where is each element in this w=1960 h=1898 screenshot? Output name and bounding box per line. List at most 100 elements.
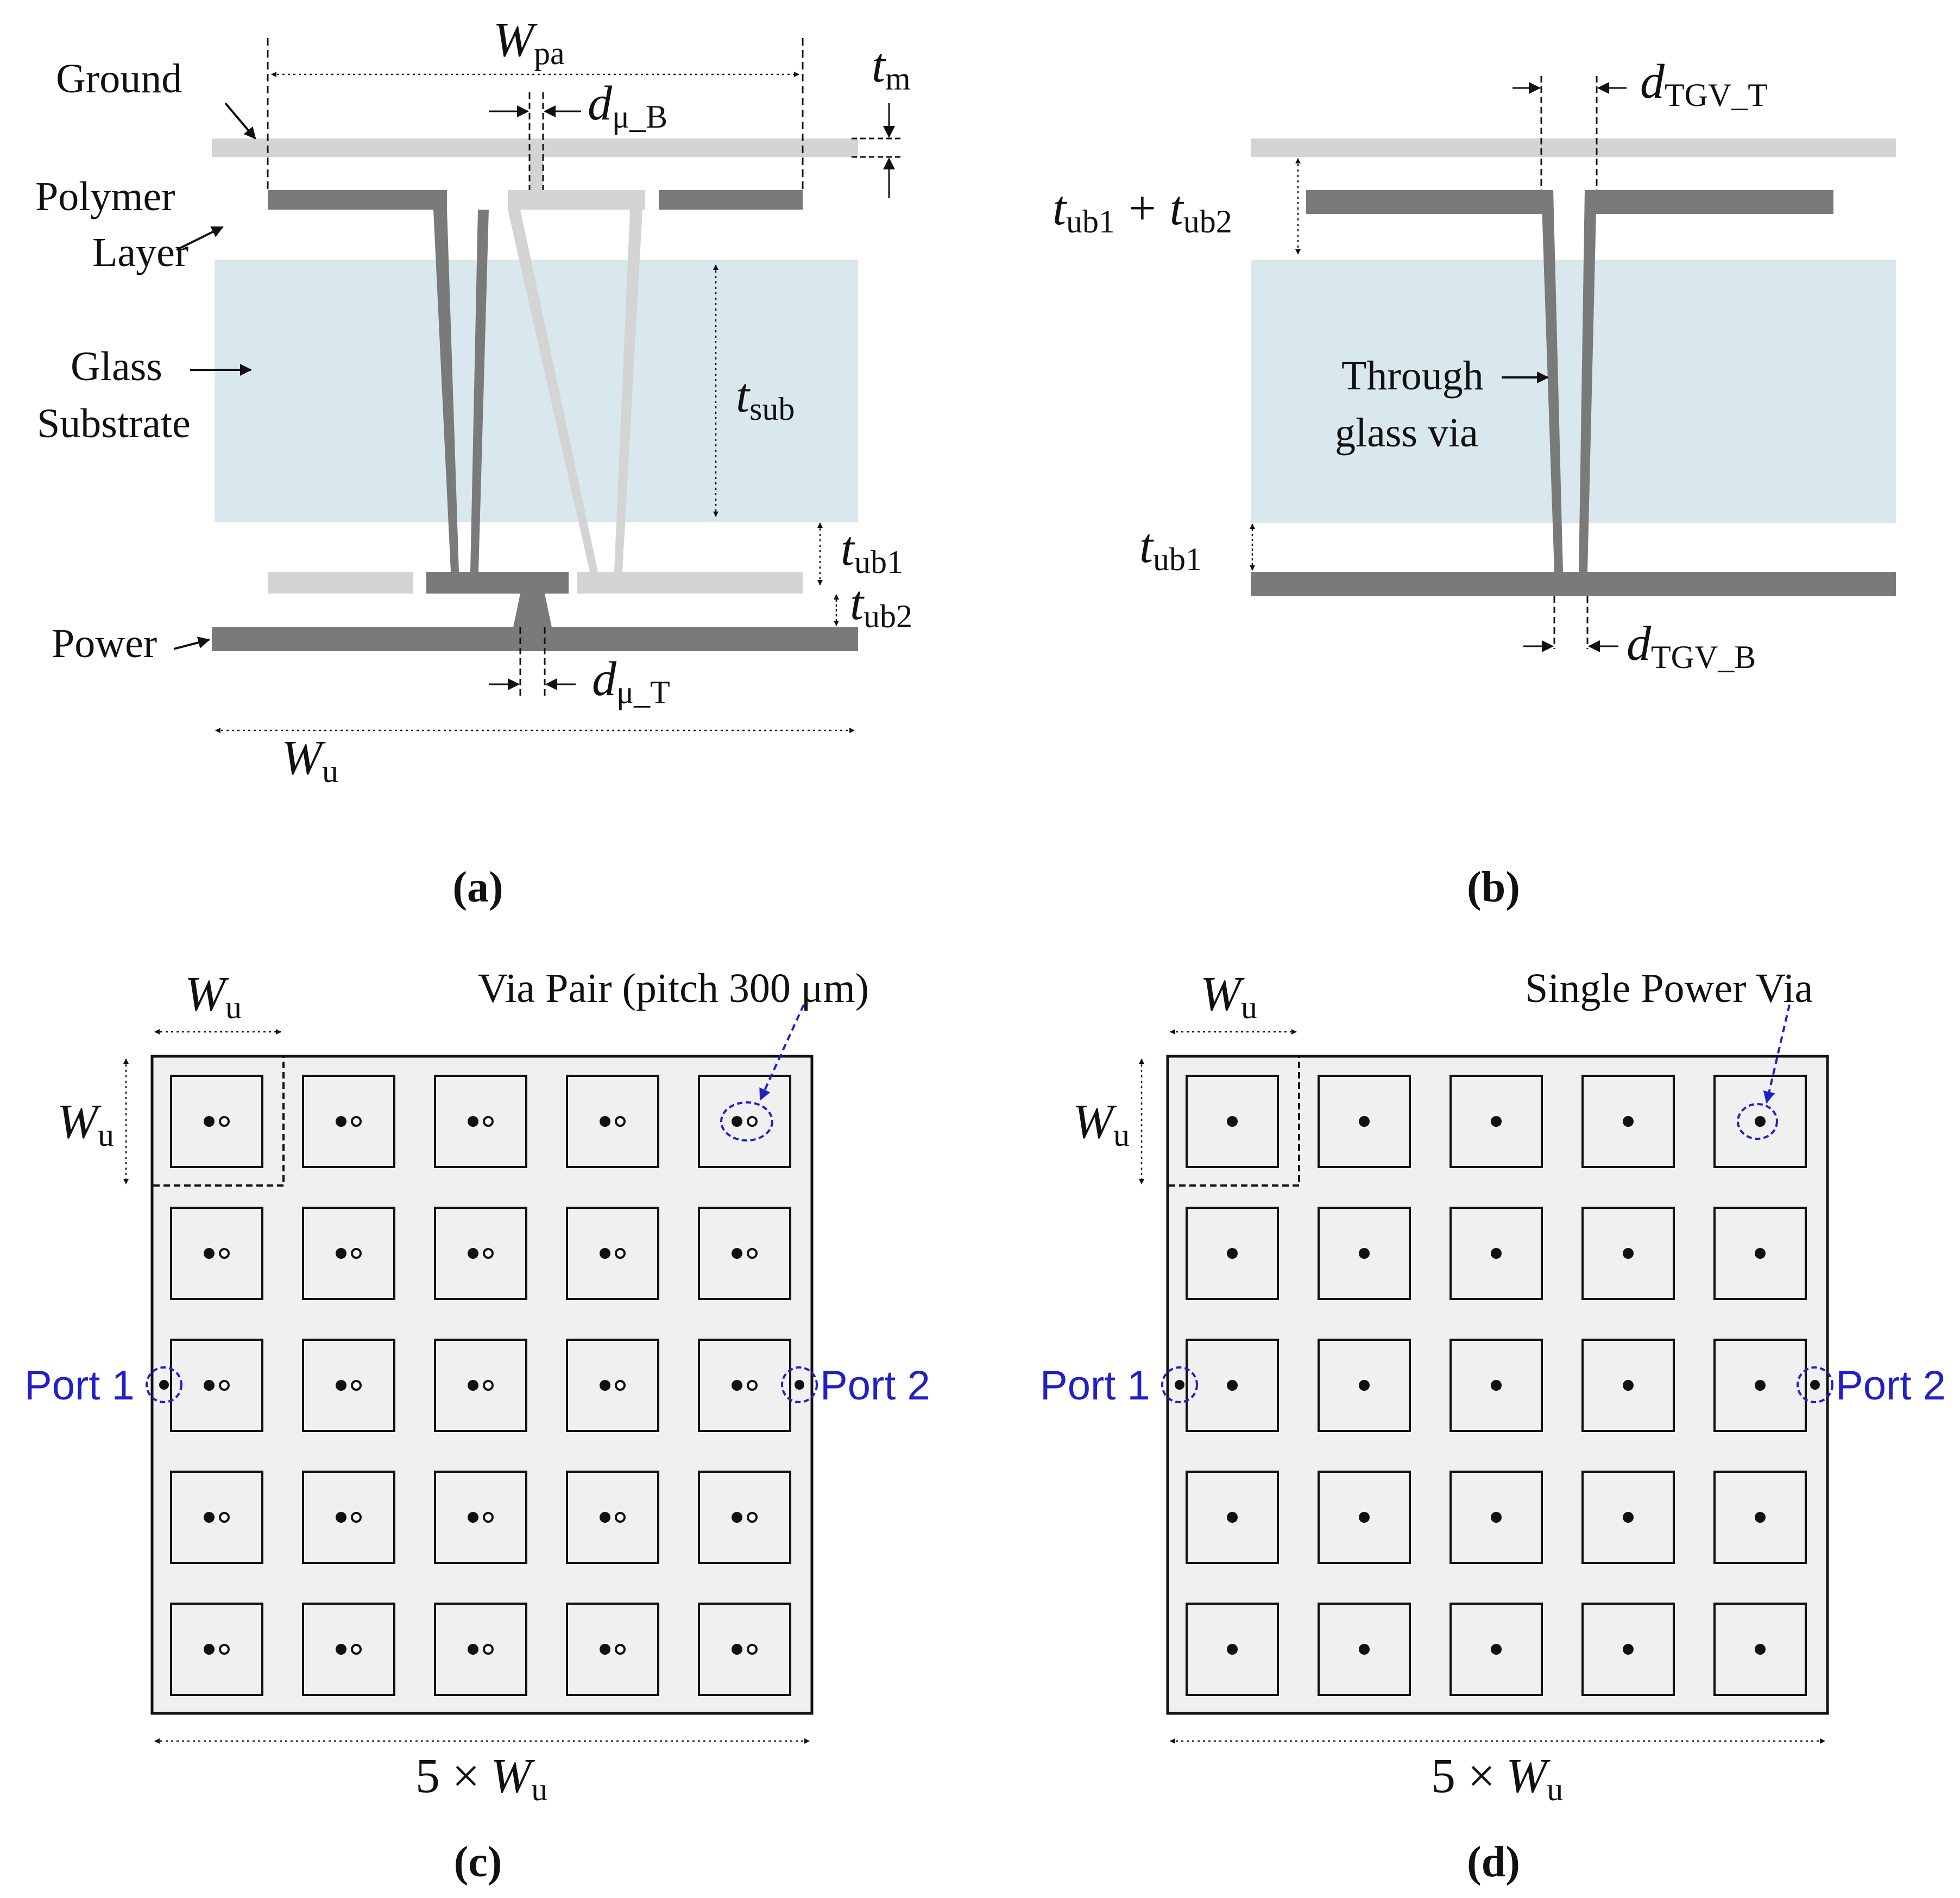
via-pair-annotation: Via Pair (pitch 300 μm): [478, 966, 869, 1011]
caption-d: (d): [1467, 1838, 1520, 1886]
port2-label-c: Port 2: [820, 1363, 930, 1409]
wu-main: W: [281, 731, 326, 785]
width-d-sub: u: [1547, 1771, 1563, 1807]
unit-cell: [566, 1471, 659, 1564]
power-via-dot: [1623, 1644, 1634, 1655]
tub2-main: t: [850, 576, 865, 630]
dtgvt-label: dTGV_T: [1640, 55, 1768, 113]
power-via-dot: [1359, 1116, 1370, 1127]
ground-via-dot: [219, 1380, 230, 1391]
ground-via-dot: [219, 1512, 230, 1523]
port2-label-d: Port 2: [1836, 1363, 1946, 1409]
unit-cell: [302, 1603, 395, 1696]
top-metal-right: [659, 190, 803, 210]
power-via-dot: [468, 1644, 478, 1655]
unit-cell: [698, 1075, 791, 1168]
bottom-plane-b: [1251, 572, 1896, 596]
tsum-b-sub: ub2: [1183, 204, 1232, 239]
tsum-label: tub1+tub2: [1053, 181, 1232, 239]
ground-via-dot: [747, 1380, 758, 1391]
unit-cell-outline-c: [153, 1057, 285, 1187]
wu-label: Wu: [281, 731, 338, 789]
power-via-dot: [1491, 1512, 1502, 1523]
power-via-dot: [1755, 1644, 1766, 1655]
wu-c-sub: u: [225, 989, 242, 1025]
unit-cell: [434, 1471, 527, 1564]
unit-cell: [302, 1207, 395, 1300]
tub1b-main: t: [1139, 519, 1154, 573]
mid-metal-left-b: [1306, 190, 1553, 214]
dtgvb-label: dTGV_B: [1627, 617, 1756, 675]
port2-dot-d: [1810, 1380, 1820, 1390]
tub2-sub: ub2: [864, 598, 912, 634]
power-via-dot: [204, 1380, 215, 1391]
tgv-label-2: glass via: [1335, 410, 1478, 456]
unit-cell: [302, 1339, 395, 1432]
wu-c-main: W: [185, 967, 229, 1021]
dmub-label: dμ_B: [588, 77, 667, 135]
bottom-metal-right: [577, 572, 803, 594]
glass-label: Glass: [71, 344, 162, 389]
width-c-main: W: [490, 1749, 535, 1803]
unit-cell: [434, 1075, 527, 1168]
ground-via-dot: [351, 1512, 362, 1523]
power-via-dot: [1755, 1116, 1766, 1127]
port2-marker-d: [1797, 1366, 1833, 1403]
port1-dot-c: [159, 1380, 169, 1390]
caption-b: (b): [1467, 863, 1520, 911]
tgv-right-wall: [1579, 190, 1597, 572]
polymer-label: Polymer: [35, 174, 175, 219]
wu-c2-sub: u: [98, 1117, 114, 1153]
power-via-dot: [1359, 1380, 1370, 1391]
power-via-dot: [336, 1512, 346, 1523]
dtgvt-main: d: [1640, 55, 1665, 109]
width-d-main: W: [1506, 1749, 1551, 1803]
unit-cell: [434, 1207, 527, 1300]
power-via-dot: [204, 1116, 215, 1127]
power-via-dot: [1623, 1248, 1634, 1259]
width-c-prefix: 5 ×: [415, 1749, 480, 1803]
ground-via-dot: [351, 1248, 362, 1259]
via-pair-highlight: [720, 1101, 773, 1142]
power-via-dot: [600, 1248, 610, 1259]
power-via-dot: [1359, 1248, 1370, 1259]
ground-via-dot: [747, 1644, 758, 1655]
power-via-dot: [204, 1512, 215, 1523]
wu-top-label-c: Wu: [185, 967, 242, 1025]
tub2-label: tub2: [850, 576, 912, 634]
single-via-highlight: [1737, 1103, 1778, 1140]
power-label: Power: [52, 621, 157, 666]
power-via-dot: [468, 1380, 478, 1391]
panel-c: Via Pair (pitch 300 μm) Port 1 Port 2 Wu…: [24, 966, 930, 1886]
tsum-a-main: t: [1053, 181, 1067, 235]
dtgvt-sub: TGV_T: [1665, 77, 1768, 113]
panel-b: Through glass via dTGV_T tub1+tub2 tub1 …: [1053, 55, 1896, 911]
dmub-sub: μ_B: [612, 99, 667, 135]
unit-cell: [434, 1603, 527, 1696]
power-via-dot: [468, 1512, 478, 1523]
port1-marker-d: [1161, 1366, 1198, 1403]
ground-via-dot: [747, 1248, 758, 1259]
power-via-dot: [1755, 1380, 1766, 1391]
single-via-annotation: Single Power Via: [1525, 966, 1813, 1011]
tub1-label: tub1: [841, 522, 903, 580]
unit-cell: [698, 1471, 791, 1564]
power-via-dot: [600, 1512, 610, 1523]
dtgvb-main: d: [1627, 617, 1652, 671]
ground-via-dot: [615, 1512, 626, 1523]
tm-label: tm: [872, 39, 911, 97]
unit-cell: [170, 1075, 263, 1168]
panel-d: Single Power Via Port 1 Port 2 Wu Wu 5 ×…: [1040, 966, 1946, 1886]
ground-via-dot: [747, 1116, 758, 1127]
unit-cell: [302, 1471, 395, 1564]
port1-label-c: Port 1: [24, 1363, 135, 1409]
unit-cell-grid-d: [1186, 1075, 1807, 1696]
unit-cell: [566, 1207, 659, 1300]
ground-via-dot: [483, 1116, 494, 1127]
power-via-dot: [1623, 1116, 1634, 1127]
power-via-dot: [1491, 1116, 1502, 1127]
power-via-dot: [1491, 1248, 1502, 1259]
unit-cell: [566, 1339, 659, 1432]
tsub-label: tsub: [736, 369, 795, 427]
